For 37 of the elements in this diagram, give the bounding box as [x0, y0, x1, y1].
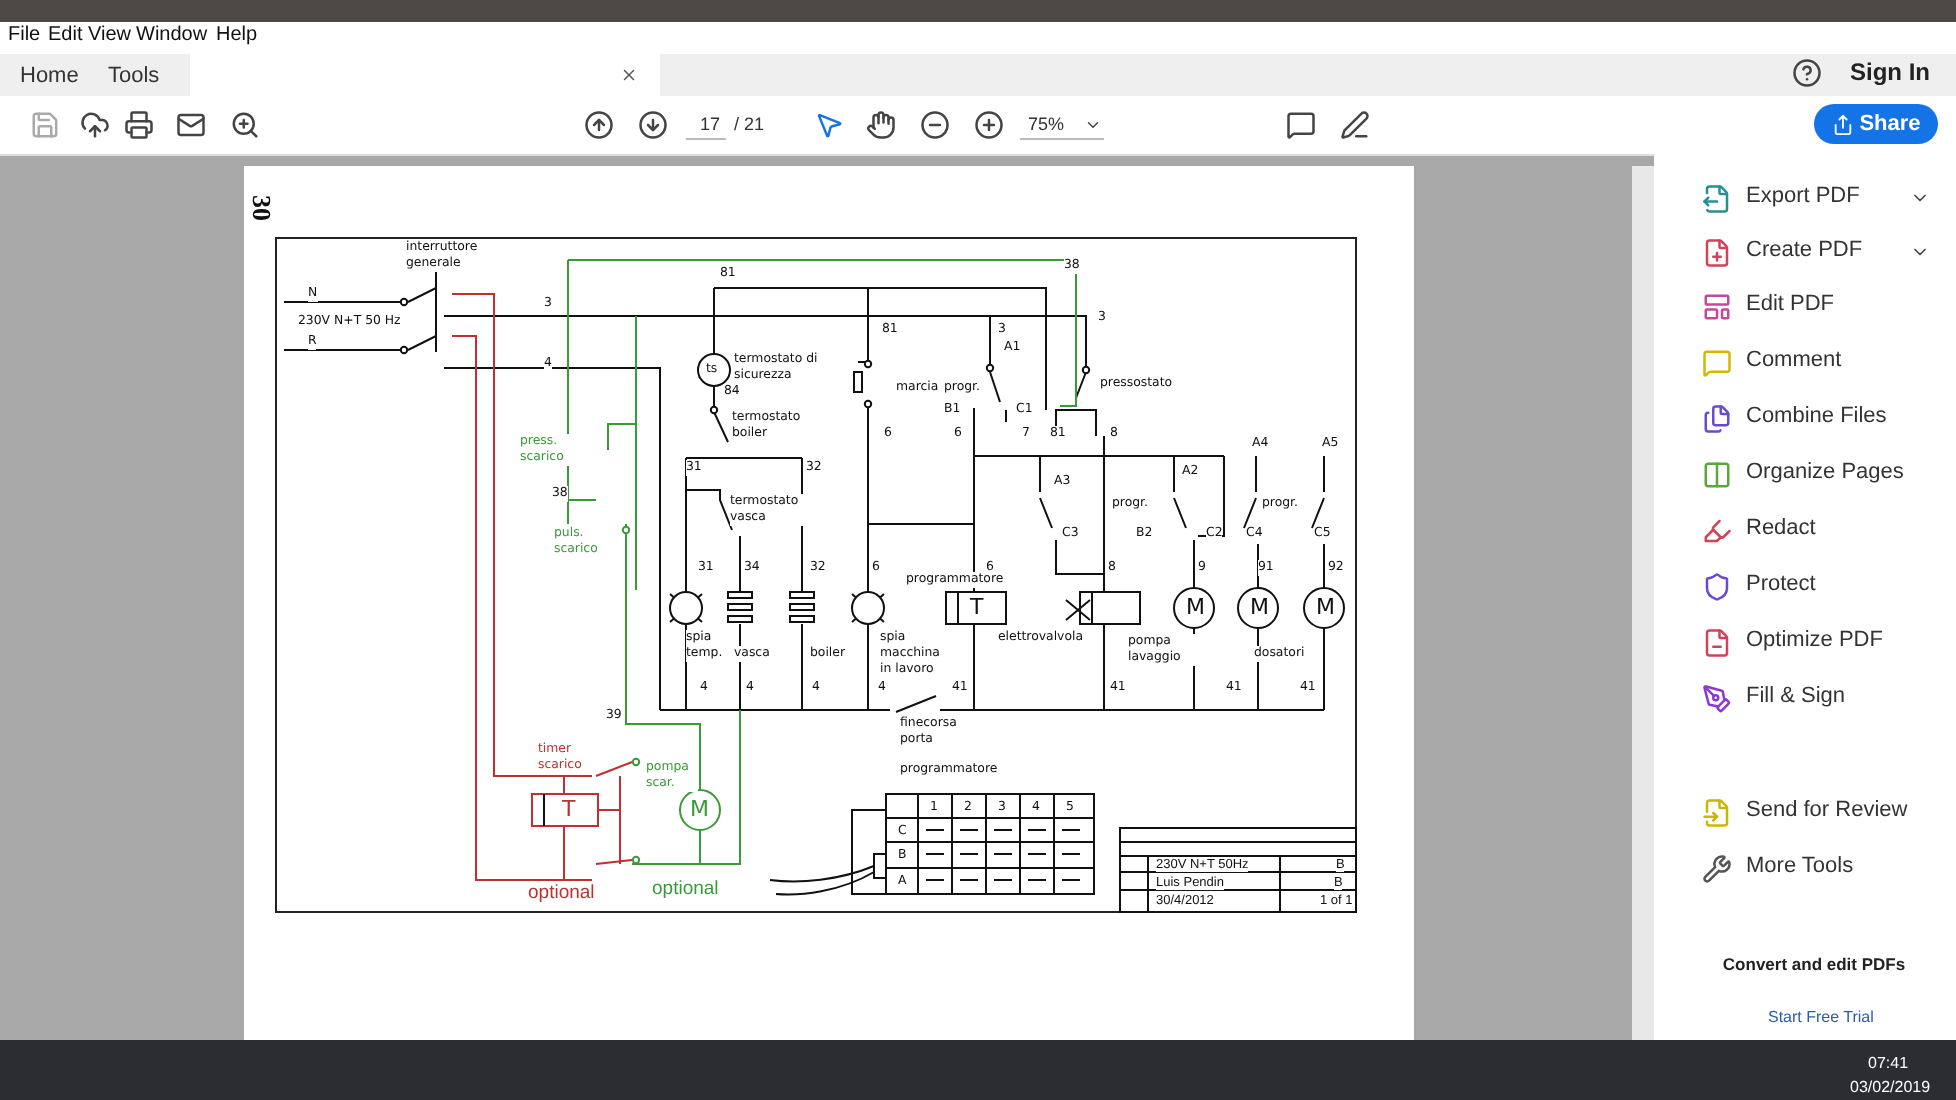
page-number: 17 — [700, 114, 721, 134]
tool-menu-item: Comment — [1746, 348, 1842, 372]
tool-menu-item: Fill & Sign — [1746, 684, 1846, 708]
optional-note: optional — [652, 878, 719, 900]
tool-menu-item: Send for Review — [1746, 798, 1908, 822]
tool-menu-item: Organize Pages — [1746, 460, 1904, 484]
menu-item: Help — [216, 24, 258, 46]
trial-link: Start Free Trial — [1768, 1008, 1874, 1026]
page-number-mark: 30 — [245, 195, 277, 221]
tool-menu-item: Export PDF — [1746, 184, 1860, 208]
menu-item: Window — [136, 24, 208, 46]
symbol-letter: T — [970, 594, 984, 620]
sign-in-link: Sign In — [1850, 58, 1930, 86]
tool-menu-item: Create PDF — [1746, 238, 1863, 262]
symbol-letter: M — [1250, 594, 1269, 620]
symbol-letter: M — [1186, 594, 1205, 620]
menu-item: Edit — [48, 24, 83, 46]
share-button: Share — [1814, 104, 1938, 144]
promo-text: Convert and edit PDFs — [1720, 954, 1908, 974]
clock-date: 03/02/2019 — [1850, 1078, 1931, 1096]
tools-tab: Tools — [100, 58, 168, 92]
symbol-letter: M — [690, 796, 709, 822]
tool-menu-item: Protect — [1746, 572, 1816, 596]
optional-note: optional — [528, 882, 595, 904]
symbol-letter: M — [1316, 594, 1335, 620]
menu-item: File — [8, 24, 41, 46]
tool-menu-item: Redact — [1746, 516, 1816, 540]
menu-item: View — [88, 24, 131, 46]
tool-menu-item: Edit PDF — [1746, 292, 1835, 316]
home-tab: Home — [12, 58, 87, 92]
page-count: / 21 — [734, 114, 765, 134]
clock-time: 07:41 — [1868, 1054, 1909, 1072]
zoom-level: 75% — [1028, 114, 1065, 134]
tool-menu-item: Combine Files — [1746, 404, 1887, 428]
tool-menu-item: Optimize PDF — [1746, 628, 1883, 652]
tool-menu-item: More Tools — [1746, 854, 1854, 878]
symbol-letter: T — [562, 796, 576, 822]
